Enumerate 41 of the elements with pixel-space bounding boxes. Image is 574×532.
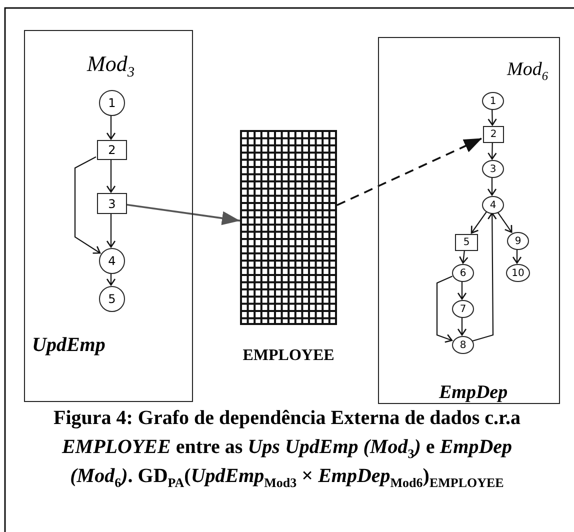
node-square: 5 <box>455 234 478 251</box>
arrow <box>74 156 101 254</box>
module-label: Mod$_{6}$ <box>507 60 548 79</box>
arrow <box>488 109 497 126</box>
node-circle: 1 <box>482 92 504 110</box>
node-square: 2 <box>483 126 504 143</box>
arrow <box>488 142 497 160</box>
node-circle: 3 <box>482 160 504 178</box>
procedure-name: UpdEmp <box>32 335 106 355</box>
arrow <box>106 213 116 248</box>
arrow <box>106 273 116 286</box>
node-square: 3 <box>97 193 127 214</box>
node-circle: 1 <box>99 90 125 116</box>
arrow <box>436 276 453 343</box>
arrow <box>496 211 512 233</box>
arrow <box>512 249 522 264</box>
arrow <box>106 159 116 193</box>
node-circle: 5 <box>99 286 125 312</box>
arrow <box>487 177 497 196</box>
procedure-name: EmpDep <box>439 383 508 402</box>
node-circle: 4 <box>99 248 125 274</box>
arrow <box>459 250 468 264</box>
arrow <box>470 211 487 234</box>
module-frame <box>378 37 560 404</box>
arrow <box>457 317 467 336</box>
module-label: Mod$_{3}$ <box>87 53 134 75</box>
module-frame <box>24 30 193 402</box>
dashed-arrow <box>336 137 482 206</box>
arrow <box>472 212 497 342</box>
arrow <box>106 115 116 140</box>
node-circle: 7 <box>452 300 474 318</box>
figure-caption: Figura 4: Grafo de dependência Externa de dados c.r.a EMPLOYEE entre as Ups UpdEmp (Mod$_{3}$) e EmpDep (Mod$_{6}$). GD$_{PA}$(UpdEmp$_{Mod3}$ × EmpDep$_{Mod6}$)$_{EMPLOYEE}$ <box>52 406 522 491</box>
node-square: 2 <box>97 140 127 160</box>
node-circle: 8 <box>452 336 474 354</box>
arrow <box>126 204 240 226</box>
node-circle: 9 <box>507 232 529 250</box>
node-circle: 6 <box>452 264 474 282</box>
arrow <box>457 281 467 300</box>
node-circle: 10 <box>506 264 530 282</box>
table-name: EMPLOYEE <box>242 348 336 364</box>
node-circle: 4 <box>482 196 504 214</box>
